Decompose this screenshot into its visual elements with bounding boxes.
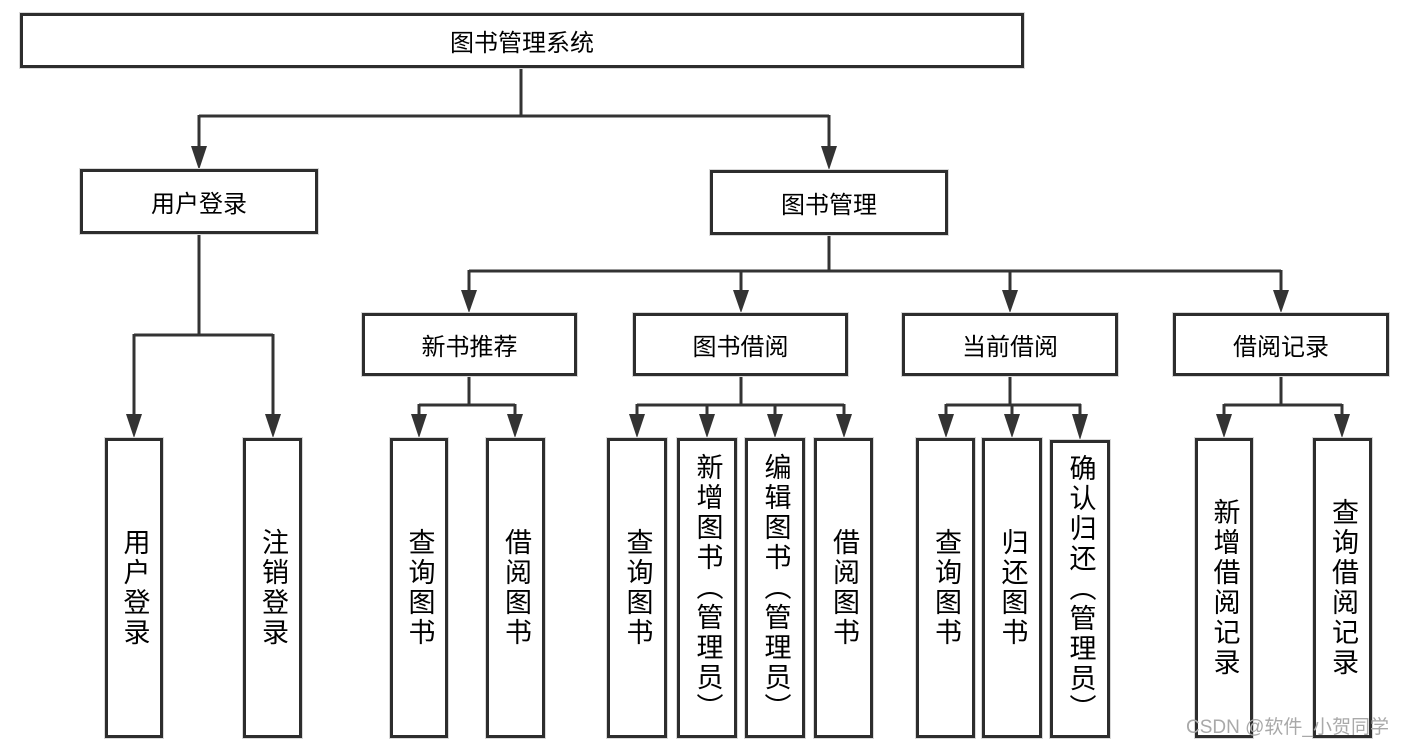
node-new-book-recommend: 新书推荐 — [362, 313, 577, 376]
node-label: 查询图书 — [404, 528, 435, 648]
leaf-query-borrow-record: 查询借阅记录 — [1313, 438, 1372, 738]
connector-root-to-level2 — [191, 68, 837, 170]
leaf-borrow-books-2: 借阅图书 — [814, 438, 873, 738]
arrowhead-icon — [821, 146, 837, 170]
node-label: 图书管理系统 — [450, 30, 594, 57]
leaf-logout: 注销登录 — [243, 438, 302, 738]
leaf-add-book-admin: 新增图书（管理员） — [677, 438, 737, 738]
arrowhead-icon — [1004, 414, 1020, 438]
arrowhead-icon — [126, 414, 142, 438]
arrowhead-icon — [733, 290, 749, 313]
arrowhead-icon — [265, 414, 281, 438]
node-label: 新增借阅记录 — [1209, 498, 1240, 678]
node-label: 图书管理 — [781, 192, 877, 219]
node-label: 新书推荐 — [421, 334, 518, 361]
connector-current-borrow-children — [938, 376, 1088, 440]
arrowhead-icon — [836, 414, 852, 438]
node-label: 确认归还（管理员） — [1065, 454, 1096, 724]
connector-book-management-children — [461, 235, 1289, 313]
csdn-watermark: CSDN @软件_小贺同学 — [1186, 717, 1389, 738]
arrowhead-icon — [411, 414, 427, 438]
arrowhead-icon — [191, 146, 207, 170]
node-label: 编辑图书（管理员） — [760, 453, 791, 723]
leaf-confirm-return-admin: 确认归还（管理员） — [1050, 440, 1110, 738]
arrowhead-icon — [1072, 414, 1088, 440]
node-label: 查询图书 — [622, 528, 653, 648]
node-book-borrow: 图书借阅 — [633, 313, 848, 376]
node-label: 归还图书 — [997, 528, 1028, 648]
node-label: 用户登录 — [119, 528, 150, 648]
arrowhead-icon — [699, 414, 715, 438]
node-label: 查询图书 — [931, 528, 961, 648]
node-book-management: 图书管理 — [710, 170, 948, 235]
arrowhead-icon — [938, 414, 954, 438]
node-label: 图书借阅 — [692, 334, 789, 361]
connector-book-borrow-children — [629, 376, 852, 438]
node-label: 当前借阅 — [962, 334, 1058, 361]
leaf-borrow-books-1: 借阅图书 — [486, 438, 545, 738]
arrowhead-icon — [1216, 414, 1232, 438]
node-label: 查询借阅记录 — [1328, 498, 1358, 678]
connector-borrow-records-children — [1216, 376, 1350, 438]
leaf-return-book: 归还图书 — [982, 438, 1042, 738]
leaf-query-books-3: 查询图书 — [916, 438, 975, 738]
node-label: 新增图书（管理员） — [692, 453, 723, 723]
node-book-management-system: 图书管理系统 — [20, 13, 1024, 68]
node-label: 用户登录 — [151, 191, 247, 218]
leaf-query-books-2: 查询图书 — [607, 438, 667, 738]
node-label: 借阅图书 — [501, 528, 531, 648]
node-borrow-records: 借阅记录 — [1173, 313, 1389, 376]
node-user-login: 用户登录 — [80, 169, 318, 234]
node-label: 注销登录 — [258, 528, 288, 648]
connector-new-book-recommend-children — [411, 376, 523, 438]
node-current-borrow: 当前借阅 — [902, 313, 1118, 376]
leaf-query-books-1: 查询图书 — [390, 438, 448, 738]
arrowhead-icon — [629, 414, 645, 438]
arrowhead-icon — [1273, 290, 1289, 313]
leaf-edit-book-admin: 编辑图书（管理员） — [745, 438, 805, 738]
leaf-user-login: 用户登录 — [105, 438, 163, 738]
arrowhead-icon — [461, 290, 477, 313]
connector-user-login-children — [126, 234, 281, 438]
arrowhead-icon — [1002, 290, 1018, 313]
node-label: 借阅图书 — [829, 528, 859, 648]
leaf-add-borrow-record: 新增借阅记录 — [1195, 438, 1253, 738]
arrowhead-icon — [507, 414, 523, 438]
arrowhead-icon — [767, 414, 783, 438]
arrowhead-icon — [1334, 414, 1350, 438]
node-label: 借阅记录 — [1233, 334, 1329, 361]
